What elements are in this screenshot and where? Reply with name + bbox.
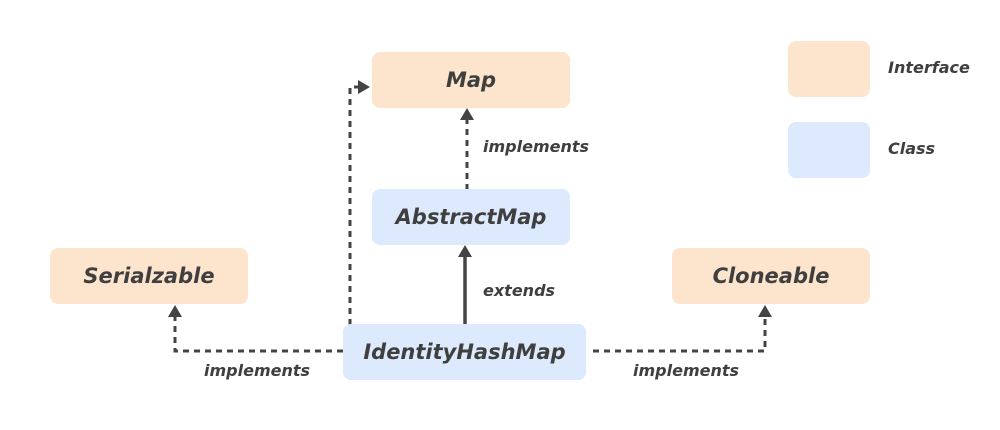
node-identity-hash-map: IdentityHashMap bbox=[343, 324, 586, 380]
edge-abstractmap-to-map-arrowhead bbox=[460, 108, 474, 120]
edge-identity-to-cloneable-arrowhead bbox=[758, 305, 772, 317]
legend-class-label: Class bbox=[888, 139, 936, 158]
legend-interface-label: Interface bbox=[888, 58, 970, 77]
edge-label-cloneable-implements: implements bbox=[633, 361, 740, 380]
edge-label-serializable-implements: implements bbox=[204, 361, 311, 380]
edge-identity-to-serializable-arrowhead bbox=[168, 305, 182, 317]
node-map: Map bbox=[372, 52, 570, 108]
edge-identity-to-cloneable-line bbox=[593, 317, 767, 353]
node-serializable: Serialzable bbox=[50, 248, 248, 304]
edge-label-extends: extends bbox=[483, 281, 556, 300]
node-abstract-map-label: AbstractMap bbox=[395, 205, 547, 229]
legend-interface-swatch bbox=[788, 41, 870, 97]
edge-identity-to-abstractmap-arrowhead bbox=[458, 245, 472, 257]
edge-label-abstractmap-implements: implements bbox=[483, 137, 590, 156]
edge-identity-to-serializable-line bbox=[173, 317, 343, 353]
node-map-label: Map bbox=[445, 68, 497, 92]
legend-class-swatch bbox=[788, 122, 870, 178]
node-identity-hash-map-label: IdentityHashMap bbox=[363, 340, 566, 364]
edge-identity-to-map-arrowhead bbox=[358, 80, 370, 94]
edge-identity-to-map-line bbox=[348, 85, 358, 325]
node-cloneable-label: Cloneable bbox=[712, 264, 830, 288]
node-abstract-map: AbstractMap bbox=[372, 189, 570, 245]
node-cloneable: Cloneable bbox=[672, 248, 870, 304]
node-serializable-label: Serialzable bbox=[83, 264, 215, 288]
